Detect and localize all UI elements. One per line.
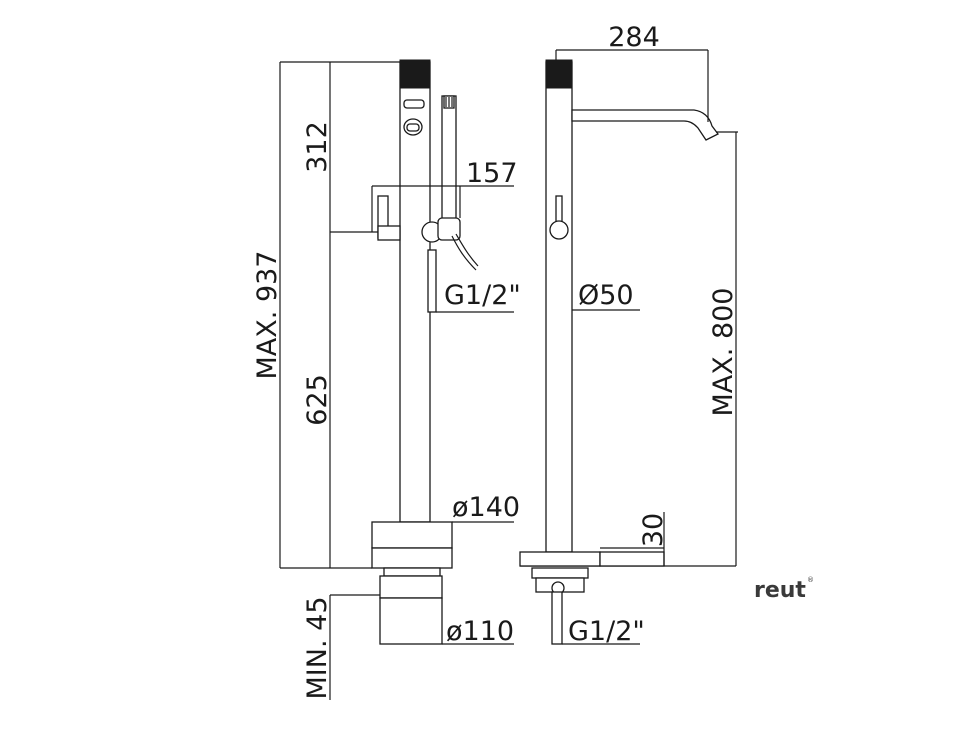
brand-logo: reut ® (754, 576, 814, 603)
label-column-diameter: Ø50 (578, 280, 634, 311)
front-view: MAX. 937 312 625 MIN. 45 157 G1/2" ø140 … (252, 59, 521, 700)
front-mount-collar (379, 575, 443, 599)
front-mount-body (379, 597, 443, 645)
label-min-depth: MIN. 45 (302, 597, 333, 700)
front-base-upper (371, 521, 453, 549)
side-column (545, 61, 573, 553)
hand-shower (441, 95, 457, 221)
brand-mark: ® (807, 576, 814, 584)
label-hand-shower-offset: 157 (466, 158, 518, 189)
label-upper-section: 312 (302, 121, 333, 173)
label-base-height: 30 (638, 513, 669, 547)
label-base-diameter: ø140 (452, 492, 520, 523)
label-mount-diameter: ø110 (446, 616, 514, 647)
side-handle (555, 195, 563, 225)
label-overall-height: MAX. 937 (252, 251, 283, 380)
side-cap (545, 59, 573, 89)
side-base-foot (599, 551, 665, 567)
side-spout (571, 109, 719, 141)
shower-hose (451, 235, 477, 271)
front-base-lower (371, 547, 453, 569)
side-view: 284 Ø50 MAX. 800 30 G1/2" (519, 22, 739, 647)
label-spout-reach: 284 (608, 22, 660, 53)
label-inlet-thread: G1/2" (568, 616, 645, 647)
front-cap (399, 59, 431, 89)
hose-outlet (427, 249, 437, 313)
label-spout-height: MAX. 800 (708, 288, 739, 417)
side-inlet-pipe (551, 591, 563, 645)
side-base-plate (519, 551, 601, 567)
label-lower-section: 625 (302, 374, 333, 426)
label-hose-thread: G1/2" (444, 280, 521, 311)
brand-name: reut (754, 578, 806, 603)
